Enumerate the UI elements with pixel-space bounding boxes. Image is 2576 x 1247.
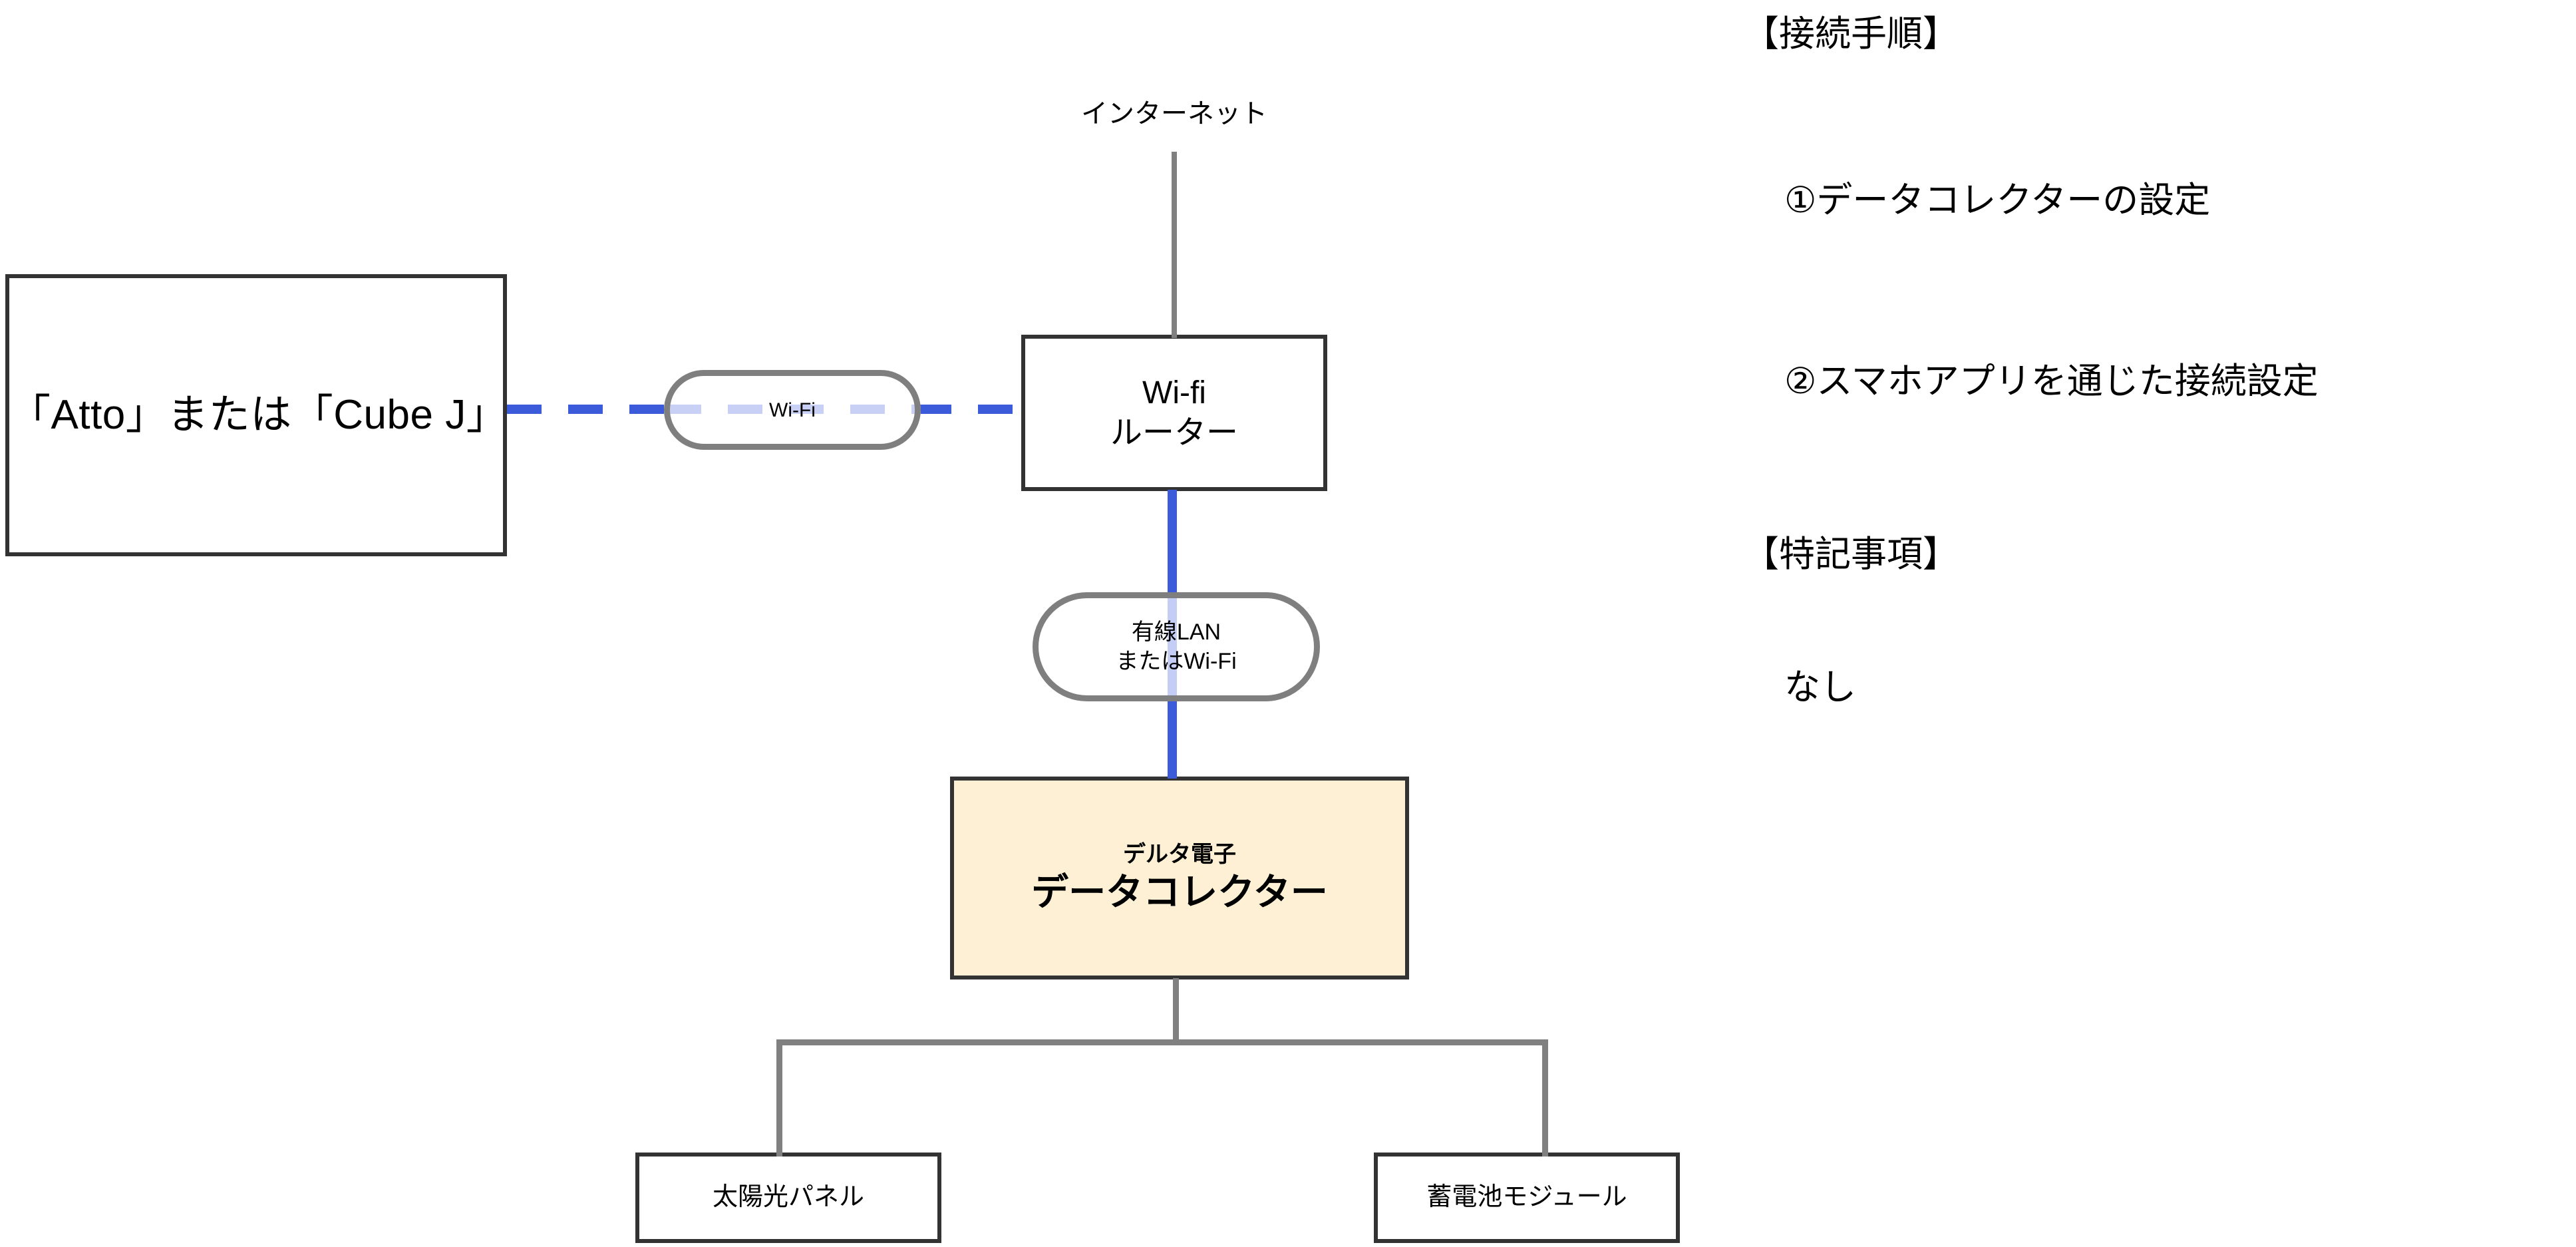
wifi-router-label-line1: Wi-fi	[1142, 375, 1206, 411]
lan-link-pill[interactable]: 有線LAN またはWi-Fi	[1033, 592, 1320, 701]
lan-pill-label-line2: またはWi-Fi	[1116, 649, 1237, 674]
branch-line-to-battery	[1542, 1039, 1548, 1157]
router-to-collector-line-lower	[1168, 699, 1177, 779]
solar-panel-box[interactable]: 太陽光パネル	[635, 1153, 941, 1243]
procedure-step-1: ①データコレクターの設定	[1784, 180, 2211, 220]
data-collector-title: データコレクター	[1031, 870, 1328, 913]
router-to-collector-line-upper	[1168, 490, 1177, 596]
internet-label: インターネット	[1081, 99, 1267, 128]
lan-pill-label-line1: 有線LAN	[1131, 619, 1221, 645]
branch-line-to-solar	[776, 1039, 782, 1157]
battery-module-box[interactable]: 蓄電池モジュール	[1374, 1153, 1680, 1243]
data-collector-box[interactable]: デルタ電子 データコレクター	[950, 777, 1409, 980]
remarks-item-1: なし	[1784, 667, 1856, 707]
notes-panel: 【接続手順】 ①データコレクターの設定 ②スマホアプリを通じた接続設定 【特記事…	[1743, 0, 2568, 745]
wifi-dashed-link-right	[917, 405, 1023, 414]
solar-panel-label: 太陽光パネル	[712, 1183, 864, 1212]
branch-horizontal-line	[776, 1039, 1548, 1045]
wifi-router-label-line2: ルーター	[1110, 415, 1238, 450]
wifi-link-pill[interactable]: Wi-Fi	[664, 370, 921, 450]
battery-module-label: 蓄電池モジュール	[1426, 1183, 1627, 1212]
procedure-heading: 【接続手順】	[1743, 14, 1959, 54]
device-box-label: 「Atto」または「Cube J」	[9, 392, 508, 439]
wifi-router-box[interactable]: Wi-fi ルーター	[1021, 335, 1327, 491]
remarks-heading: 【特記事項】	[1743, 534, 1959, 574]
wifi-pill-label: Wi-Fi	[769, 399, 816, 421]
internet-to-router-line	[1172, 152, 1177, 338]
device-box[interactable]: 「Atto」または「Cube J」	[5, 274, 508, 556]
collector-trunk-line	[1173, 978, 1179, 1045]
data-collector-subtitle: デルタ電子	[1123, 842, 1236, 868]
wifi-dashed-link-left	[507, 405, 667, 414]
procedure-step-2: ②スマホアプリを通じた接続設定	[1784, 361, 2319, 401]
